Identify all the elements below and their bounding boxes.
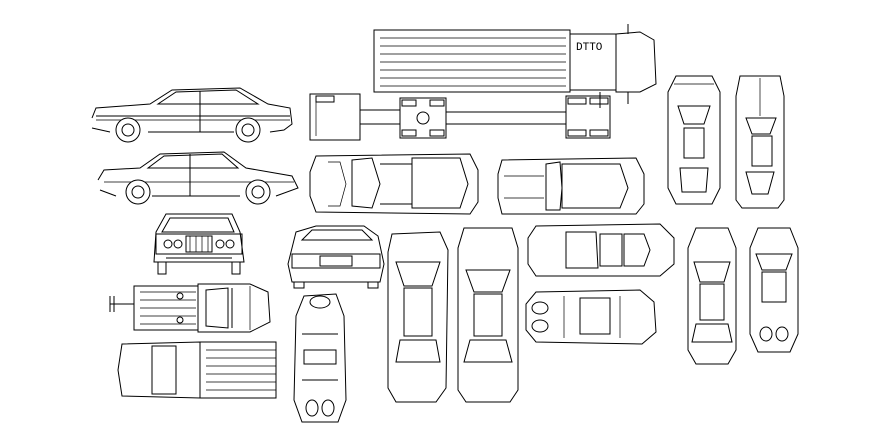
- vintage-car-top-view-2: [525, 289, 657, 345]
- sedan-side-view-2: [97, 151, 299, 205]
- compact-car-top-view-2: [749, 227, 799, 353]
- stretch-sedan-top-view: [309, 153, 479, 215]
- wagon-top-view: [497, 157, 645, 215]
- sedan-top-view-1: [387, 231, 449, 403]
- semi-truck-top-view: DTTO: [373, 24, 657, 108]
- sedan-top-view-2: [457, 227, 519, 403]
- vintage-car-top-view-1: [293, 293, 347, 423]
- trailer-chassis-top-view: [309, 93, 611, 141]
- sedan-front-view: [153, 213, 245, 275]
- sedan-side-view-1: [91, 87, 293, 143]
- sports-car-top-view-2: [735, 75, 785, 209]
- sedan-top-view-horizontal: [527, 223, 675, 277]
- compact-car-top-view-1: [687, 227, 737, 365]
- pickup-truck-top-view-1: [109, 283, 271, 333]
- sports-car-top-view-1: [667, 75, 721, 205]
- truck-cab-lettering: DTTO: [576, 42, 603, 54]
- pickup-truck-top-view-2: [117, 341, 277, 399]
- car-rear-view: [287, 225, 385, 289]
